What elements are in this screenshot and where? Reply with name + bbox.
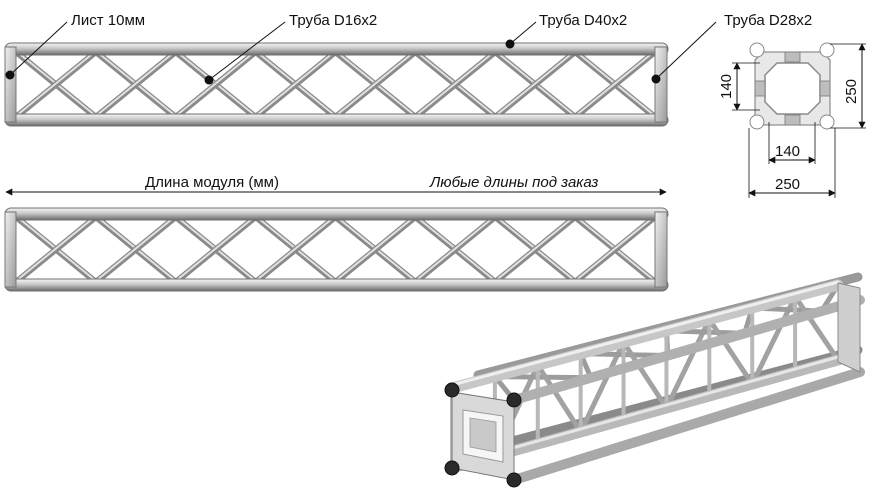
- brace-tube-3d: [706, 316, 755, 387]
- tube-end-cap: [506, 392, 522, 408]
- brace-lattice: [13, 214, 658, 285]
- brace-highlight: [494, 215, 577, 282]
- brace-highlight: [94, 215, 177, 282]
- brace-highlight: [494, 50, 577, 117]
- brace-highlight: [15, 50, 97, 117]
- dim-inner-horizontal: 140: [775, 143, 800, 160]
- truss-side-view-bottom: [4, 207, 669, 292]
- length-dimension: Длина модуля (мм) Любые длины под заказ: [5, 174, 667, 196]
- corner-tube: [749, 42, 765, 58]
- corner-tube: [819, 114, 835, 130]
- brace-highlight: [94, 50, 177, 117]
- end-plate-left: [4, 46, 17, 123]
- brace-tube-3d: [578, 339, 627, 435]
- brace-tube-3d: [621, 339, 669, 411]
- brace-tube-3d: [535, 362, 584, 435]
- tube-end-cap: [444, 460, 460, 476]
- callout-tube-chord-label: Труба D40x2: [539, 12, 627, 29]
- top-chord: [4, 207, 669, 221]
- callout-tube-brace-label: Труба D16x2: [289, 12, 377, 29]
- length-label: Длина модуля (мм): [145, 174, 279, 191]
- callout-tube-corner: Труба D28x2: [651, 12, 812, 84]
- brace-highlight: [15, 215, 97, 282]
- brace-highlight: [334, 215, 417, 282]
- brace-highlight: [574, 215, 656, 282]
- callout-sheet: Лист 10мм: [5, 12, 145, 80]
- tube-end-cap: [444, 382, 460, 398]
- truss-3d-view: [444, 272, 865, 488]
- brace-highlight: [414, 215, 497, 282]
- dim-inner-vertical: 140: [718, 74, 735, 99]
- chord-3d: [509, 367, 865, 485]
- brace-highlight: [174, 215, 257, 282]
- callout-tube-corner-label: Труба D28x2: [724, 12, 812, 29]
- chord-3d: [509, 295, 865, 405]
- callout-sheet-label: Лист 10мм: [71, 12, 145, 29]
- brace-highlight: [334, 50, 417, 117]
- cross-section: 250 140 140 250: [718, 42, 866, 198]
- brace-highlight: [174, 50, 257, 117]
- callout-tube-chord: Труба D40x2: [505, 12, 627, 49]
- callout-tube-brace: Труба D16x2: [204, 12, 377, 85]
- brace-highlight: [254, 50, 337, 117]
- dim-outer-horizontal: 250: [775, 176, 800, 193]
- corner-tube: [749, 114, 765, 130]
- end-plate-right: [654, 211, 668, 288]
- brace-highlight: [574, 50, 656, 117]
- truss-side-view-top: [4, 42, 669, 127]
- section-inner: [764, 62, 821, 115]
- dim-outer-vertical: 250: [843, 79, 860, 104]
- tube-end-cap: [506, 472, 522, 488]
- corner-tube: [819, 42, 835, 58]
- chord-3d: [446, 279, 844, 394]
- length-note: Любые длины под заказ: [429, 174, 598, 191]
- brace-highlight: [414, 50, 497, 117]
- brace-tube-3d: [792, 293, 841, 363]
- end-plate-left: [4, 211, 17, 288]
- end-plate-right: [654, 46, 668, 123]
- bottom-chord: [4, 113, 669, 127]
- brace-lattice: [13, 49, 658, 120]
- brace-highlight: [254, 215, 337, 282]
- bottom-chord: [4, 278, 669, 292]
- chord-3d: [446, 354, 844, 474]
- top-chord: [4, 42, 669, 56]
